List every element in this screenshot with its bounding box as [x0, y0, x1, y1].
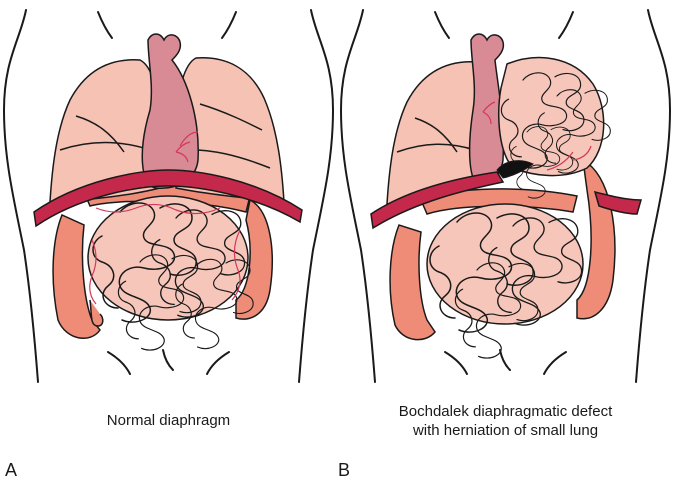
figure-b-bochdalek-defect: Bochdalek diaphragmatic defect with hern… — [337, 0, 674, 486]
small-intestine — [88, 196, 253, 350]
heart — [142, 34, 198, 188]
caption-normal-diaphragm: Normal diaphragm — [0, 411, 337, 430]
caption-line-2: with herniation of small lung — [337, 421, 674, 440]
small-intestine — [427, 204, 583, 358]
caption-line-1: Normal diaphragm — [0, 411, 337, 430]
illustration-bochdalek-defect — [337, 0, 674, 390]
caption-bochdalek-defect: Bochdalek diaphragmatic defect with hern… — [337, 402, 674, 440]
figure-a-normal-diaphragm: Normal diaphragm A — [0, 0, 337, 486]
illustration-normal-diaphragm — [0, 0, 337, 390]
panel-label-b: B — [338, 460, 350, 481]
panel-label-a: A — [5, 460, 17, 481]
caption-line-1: Bochdalek diaphragmatic defect — [337, 402, 674, 421]
